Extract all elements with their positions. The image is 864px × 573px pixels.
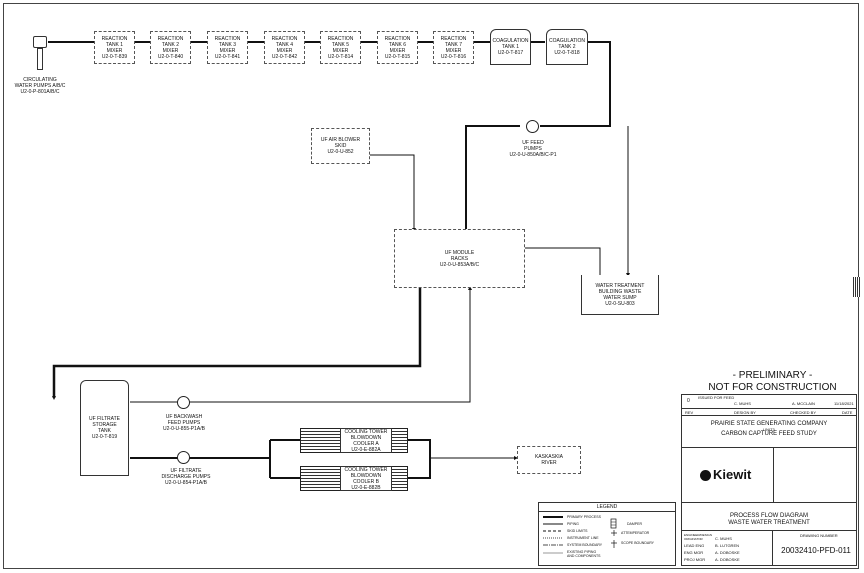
- preliminary-line2: NOT FOR CONSTRUCTION: [708, 382, 837, 393]
- kaskaskia-river: KASKASKIA RIVER: [517, 446, 581, 474]
- reaction-tank-2: REACTION TANK 2 MIXER U2-0-T-840: [150, 31, 191, 64]
- discharge-pumps-label: UF FILTRATE DISCHARGE PUMPS U2-0-U-854-P…: [161, 468, 211, 486]
- uf-feed-pump-icon: [526, 120, 539, 133]
- legend-line-samples: [543, 516, 617, 554]
- eng-header: ENG MGR: [684, 550, 704, 555]
- reaction-tank-1: REACTION TANK 1 MIXER U2-0-T-839: [94, 31, 135, 64]
- reaction-tank-4: REACTION TANK 4 MIXER U2-0-T-842: [264, 31, 305, 64]
- legend-item-existing: EXISTING PIPING AND COMPONENTS: [567, 550, 601, 558]
- circulating-pump-base: [37, 48, 43, 70]
- rev-designer: C. MUHS: [734, 401, 751, 406]
- kiewit-logo: Kiewit: [700, 467, 770, 483]
- reaction-tank-5: REACTION TANK 5 MIXER U2-0-T-814: [320, 31, 361, 64]
- drawing-title-line1: PROCESS FLOW DIAGRAM: [729, 513, 808, 519]
- coagulation-tank-1: COAGULATION TANK 1 U2-0-T-817: [490, 29, 531, 65]
- proj-header: PROJ MGR: [684, 557, 706, 562]
- legend: LEGEND PRIMARY PROCESS PIPING SKID LIMIT…: [538, 502, 676, 566]
- circulating-pump-symbol: [33, 36, 47, 48]
- rev-header: REV: [685, 410, 694, 415]
- signature-area: ENGINEER/DESIGN ORIGINATOR C. MUHS LEAD …: [682, 531, 856, 565]
- legend-item-primary: PRIMARY PROCESS: [567, 515, 601, 519]
- drawing-title-line2: WASTE WATER TREATMENT: [728, 520, 810, 526]
- uf-module-racks: UF MODULE RACKS U2-0-U-853A/B/C: [394, 229, 525, 288]
- rev-issued: ISSUED FOR FEED: [698, 395, 735, 400]
- lead-header: LEAD ENG: [684, 543, 705, 548]
- company-line2: UNIT3: [763, 427, 775, 432]
- cooler-a-label: COOLING TOWER BLOWDOWN COOLER A U2-0-E-8…: [340, 428, 392, 453]
- kiewit-logo-text: Kiewit: [713, 467, 752, 482]
- coagulation-tank-2: COAGULATION TANK 2 U2-0-T-818: [546, 29, 588, 65]
- legend-symbol-damper: DAMPER: [627, 522, 642, 526]
- backwash-pump-icon: [177, 396, 190, 409]
- legend-item-instrument: INSTRUMENT LINE: [567, 536, 599, 540]
- legend-item-boundary: SYSTEM BOUNDARY: [567, 543, 603, 547]
- revision-row: 0 ISSUED FOR FEED C. MUHS A. MCCLAIN 11/…: [682, 395, 856, 409]
- originator-name: C. MUHS: [715, 536, 732, 541]
- waste-water-sump: WATER TREATMENT BUILDING WASTE WATER SUM…: [581, 275, 659, 315]
- company-row: PRAIRIE STATE GENERATING COMPANY UNIT3 C…: [682, 416, 856, 448]
- title-block: 0 ISSUED FOR FEED C. MUHS A. MCCLAIN 11/…: [681, 394, 857, 566]
- uf-feed-pumps-label: UF FEED PUMPS U2-0-U-850A/B/C-P1: [509, 140, 557, 158]
- discharge-pump-icon: [177, 451, 190, 464]
- design-header: DESIGN BY: [734, 410, 756, 415]
- circulating-pump-label: CIRCULATING WATER PUMPS A/B/C U2-0-P-801…: [14, 77, 66, 95]
- lead-name: B. LUTGREN: [715, 543, 740, 548]
- uf-air-blower-skid: UF AIR BLOWER SKID U2-0-U-852: [311, 128, 370, 164]
- rev-date: 11/18/2021: [834, 401, 854, 406]
- logo-row: Kiewit: [682, 448, 856, 503]
- reaction-tank-6: REACTION TANK 6 MIXER U2-0-T-815: [377, 31, 418, 64]
- drawing-title-row: PROCESS FLOW DIAGRAM WASTE WATER TREATME…: [682, 503, 856, 531]
- preliminary-notice: - PRELIMINARY - NOT FOR CONSTRUCTION: [690, 370, 855, 394]
- backwash-pumps-label: UF BACKWASH FEED PUMPS U2-0-U-855-P1A/B: [163, 414, 205, 432]
- cooler-b-label: COOLING TOWER BLOWDOWN COOLER B U2-0-E-8…: [340, 466, 392, 491]
- preliminary-line1: - PRELIMINARY -: [732, 370, 813, 381]
- rev-checker: A. MCCLAIN: [792, 401, 815, 406]
- barcode-stamp: [853, 277, 861, 297]
- drawing-number: 20032410-PFD-011: [781, 546, 851, 555]
- kiewit-logo-mark: [700, 469, 711, 481]
- company-line1: PRAIRIE STATE GENERATING COMPANY: [710, 421, 828, 427]
- checked-header: CHECKED BY: [790, 410, 817, 415]
- proj-name: A. DOBOSKE: [715, 557, 740, 562]
- legend-title: LEGEND: [539, 504, 675, 512]
- logo-divider: [773, 448, 774, 502]
- company-line3: CARBON CAPTURE FEED STUDY: [721, 431, 817, 437]
- reaction-tank-3: REACTION TANK 3 MIXER U2-0-T-841: [207, 31, 248, 64]
- originator-header: ENGINEER/DESIGN ORIGINATOR: [684, 533, 713, 541]
- eng-name: A. DOBOSKE: [715, 550, 740, 555]
- date-header: DATE: [842, 410, 853, 415]
- legend-symbol-attemperator: ATTEMPERATOR: [621, 531, 650, 535]
- legend-item-piping: PIPING: [567, 522, 579, 526]
- uf-filtrate-storage-tank: UF FILTRATE STORAGE TANK U2-0-T-819: [80, 380, 129, 476]
- legend-item-skid: SKID LIMITS: [567, 529, 588, 533]
- reaction-tank-7: REACTION TANK 7 MIXER U2-0-T-816: [433, 31, 474, 64]
- revision-header-row: REV DESIGN BY CHECKED BY DATE: [682, 409, 856, 416]
- drawing-number-header: DRAWING NUMBER: [800, 533, 838, 538]
- legend-symbol-scope: SCOPE BOUNDARY: [621, 541, 654, 545]
- rev-number: 0: [687, 398, 690, 404]
